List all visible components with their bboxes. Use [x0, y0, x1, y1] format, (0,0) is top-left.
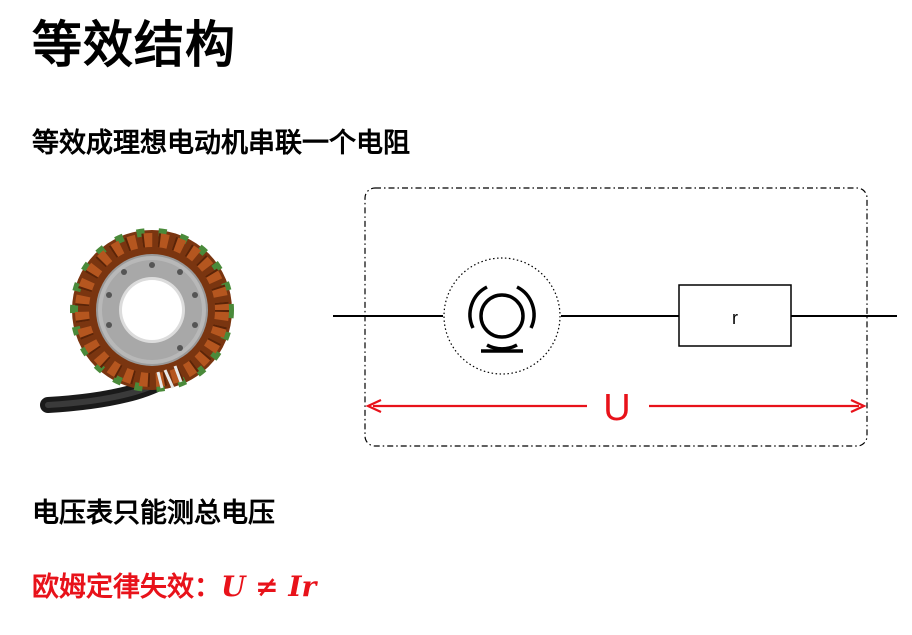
- motor-icon: [443, 257, 561, 375]
- resistor: [678, 284, 792, 347]
- stator-icon: [40, 228, 234, 413]
- conclusion-label: 欧姆定律失效：: [32, 572, 221, 603]
- voltage-arrow: [365, 399, 867, 413]
- circuit-diagram: r U: [333, 187, 897, 447]
- voltmeter-note: 电压表只能测总电压: [32, 498, 275, 529]
- page-title: 等效结构: [32, 16, 236, 74]
- resistor-label: r: [732, 308, 738, 328]
- conclusion-equation: U ≠ Ir: [221, 570, 317, 603]
- ohm-law-conclusion: 欧姆定律失效：U ≠ Ir: [32, 570, 317, 603]
- subtitle: 等效成理想电动机串联一个电阻: [32, 128, 410, 159]
- voltage-label: U: [603, 387, 630, 429]
